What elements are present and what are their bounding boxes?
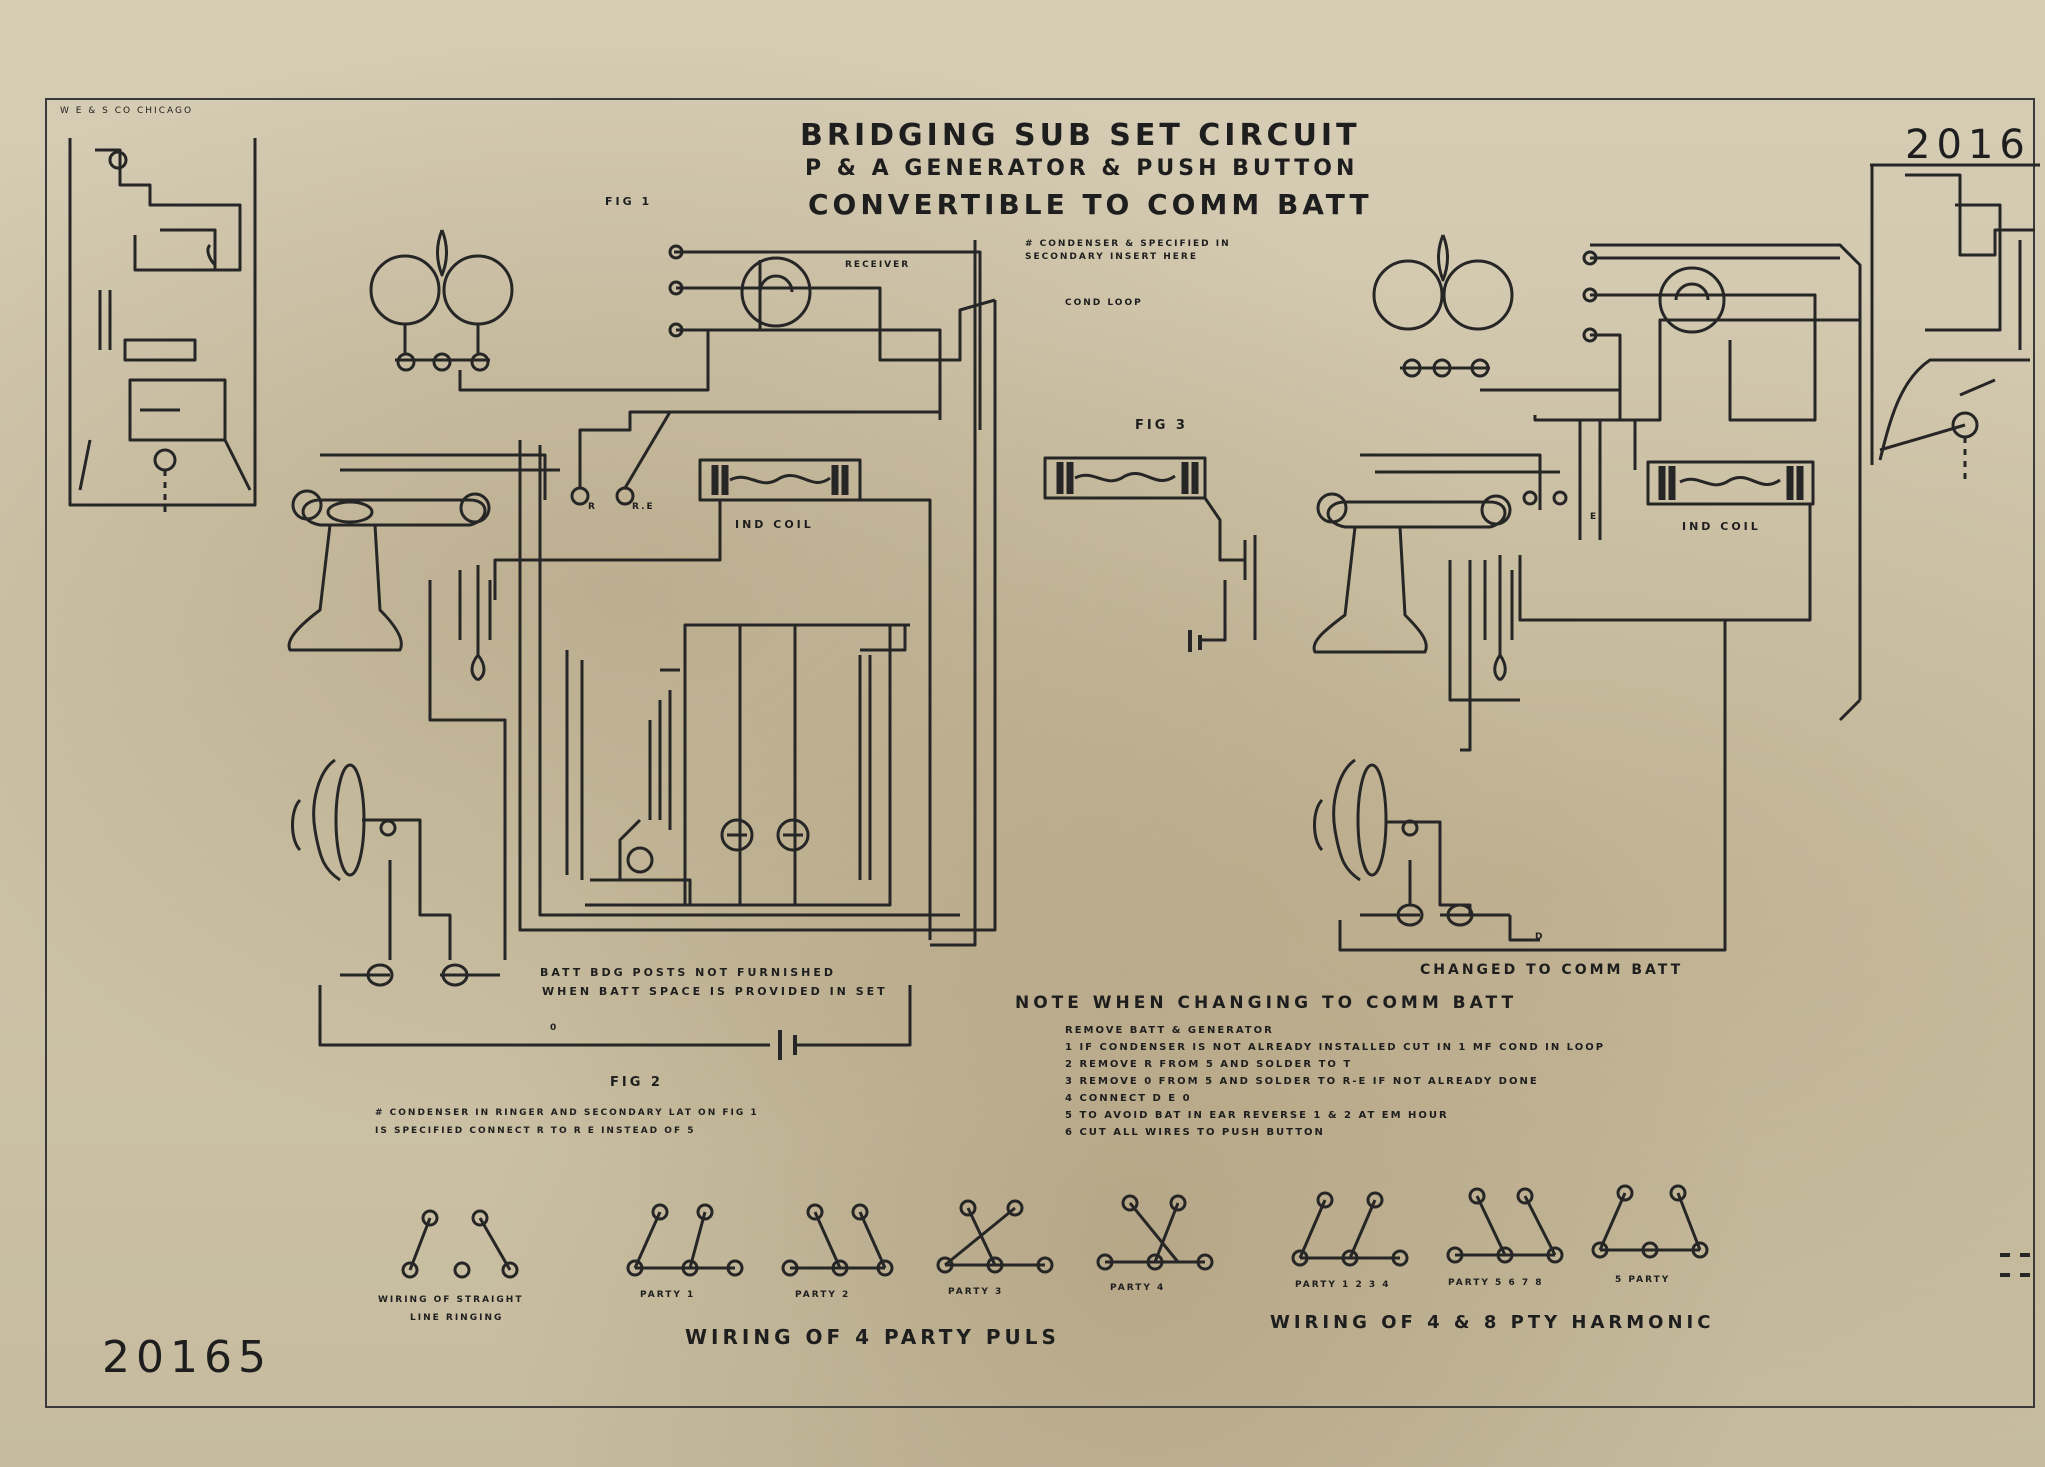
right-inset-circuit [1870,163,2040,480]
left-inset-circuit [68,138,257,515]
diagram-subtitle-1: P & A GENERATOR & PUSH BUTTON [805,156,1359,181]
straight-caption-1: WIRING OF STRAIGHT [378,1295,524,1305]
drawing-number-edge: 2016 [1905,122,2031,168]
straight-caption-2: LINE RINGING [410,1313,504,1323]
fig2-label: FIG 2 [610,1075,663,1090]
note-item: 2 REMOVE R FROM 5 AND SOLDER TO T [1065,1059,1353,1070]
note-item: 1 IF CONDENSER IS NOT ALREADY INSTALLED … [1065,1042,1606,1053]
note-item: 6 CUT ALL WIRES TO PUSH BUTTON [1065,1127,1325,1138]
pulse-party-2: PARTY 2 [795,1290,851,1300]
condenser-insert-note: # CONDENSER & SPECIFIED IN SECONDARY INS… [1025,239,1231,262]
pulse-party-3: PARTY 3 [948,1287,1004,1297]
ringing-diagram-harmonic-2 [1446,1187,1564,1264]
ringing-diagram-pulse-2 [781,1203,894,1277]
terminal-r-label: R [588,502,597,512]
drawing-number: 20165 [102,1332,272,1383]
pulse-caption: WIRING OF 4 PARTY PULS [685,1325,1060,1349]
ind-coil-left-label: IND COIL [735,518,814,531]
fig2-note-2: IS SPECIFIED CONNECT R TO R E INSTEAD OF… [375,1126,696,1136]
note-item: 3 REMOVE 0 FROM 5 AND SOLDER TO R-E IF N… [1065,1076,1539,1087]
note-list: REMOVE BATT & GENERATOR 1 IF CONDENSER I… [1065,1022,1605,1141]
note-item: REMOVE BATT & GENERATOR [1065,1025,1274,1036]
diagram-title: BRIDGING SUB SET CIRCUIT [800,118,1361,153]
changed-to-comm-batt: CHANGED TO COMM BATT [1420,962,1684,978]
ind-coil-right-label: IND COIL [1682,520,1761,533]
ringing-diagram-pulse-3 [936,1199,1054,1274]
fig3-label: FIG 3 [1135,418,1188,433]
cond-loop-label: COND LOOP [1065,298,1143,308]
receiver-label: RECEIVER [845,260,911,270]
pulse-party-4: PARTY 4 [1110,1283,1166,1293]
harmonic-caption: WIRING OF 4 & 8 PTY HARMONIC [1270,1312,1715,1333]
note-item: 4 CONNECT D E 0 [1065,1093,1192,1104]
ringing-diagram-straight [401,1209,519,1279]
terminal-d-label: D [1535,932,1545,942]
diagram-subtitle-2: CONVERTIBLE TO COMM BATT [808,188,1373,221]
batt-note-1: BATT BDG POSTS NOT FURNISHED [540,966,836,979]
ringing-diagram-pulse-4 [1096,1194,1214,1271]
left-main-circuit [287,229,997,1060]
batt-note-2: WHEN BATT SPACE IS PROVIDED IN SET [542,985,888,998]
harmonic-party-c: 5 PARTY [1615,1275,1671,1285]
ringing-diagram-harmonic-1 [1291,1191,1409,1267]
ringing-diagram-harmonic-3 [1591,1184,1709,1259]
fig2-note-1: # CONDENSER IN RINGER AND SECONDARY LAT … [375,1108,759,1118]
harmonic-party-a: PARTY 1 2 3 4 [1295,1280,1391,1290]
maker-code: W E & S CO CHICAGO [60,106,194,116]
fig1-label: FIG 1 [605,195,653,208]
fig3-circuit [1043,456,1257,652]
terminal-0-label: 0 [550,1023,559,1033]
note-heading: NOTE WHEN CHANGING TO COMM BATT [1015,993,1518,1013]
pulse-party-1: PARTY 1 [640,1290,696,1300]
terminal-re-label: R.E [632,502,655,512]
ringing-diagram-pulse-1 [626,1203,744,1277]
right-main-circuit [1312,234,1862,952]
note-item: 5 TO AVOID BAT IN EAR REVERSE 1 & 2 AT E… [1065,1110,1449,1121]
harmonic-party-b: PARTY 5 6 7 8 [1448,1278,1544,1288]
terminal-e-label: E [1590,512,1599,522]
drawing-sheet-border [45,98,2035,1408]
